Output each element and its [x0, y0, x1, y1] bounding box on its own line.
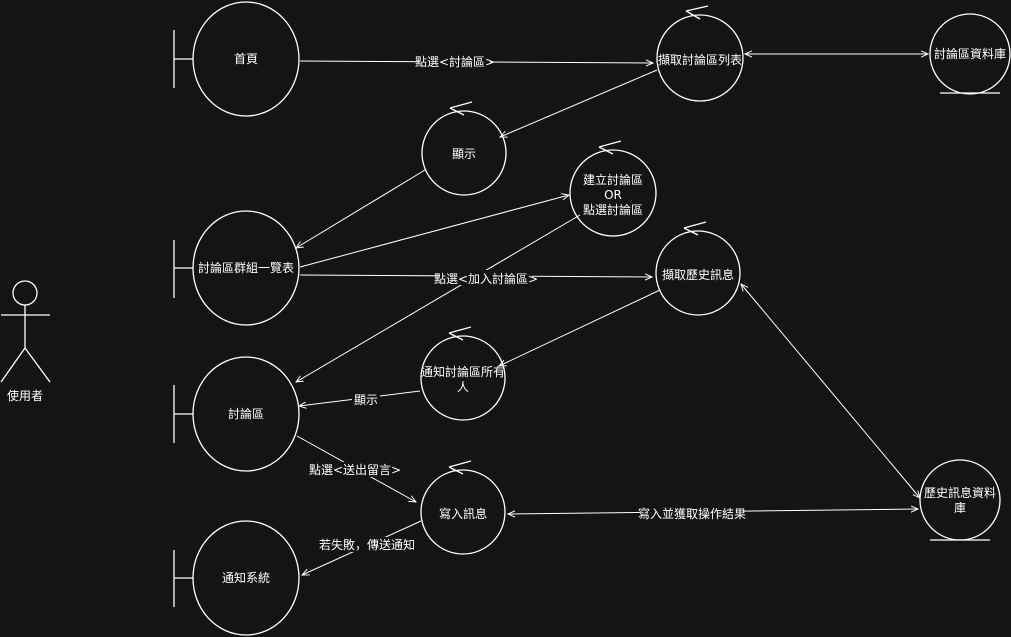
boundary-notify-system: 通知系統	[173, 520, 300, 636]
actor-head	[12, 280, 38, 306]
edge-display-to-group-list	[296, 169, 426, 248]
edge-label-display: 顯示	[354, 393, 378, 407]
edge-create-to-forum	[296, 214, 581, 382]
control-create-line3: 點選討論區	[583, 202, 643, 217]
control-notify-all-line1: 通知討論區所有	[421, 364, 505, 379]
actor-label: 使用者	[7, 388, 43, 403]
control-fetch-forum-list: 擷取討論區列表	[656, 5, 744, 102]
control-create-line1: 建立討論區	[583, 172, 643, 187]
edge-label-click-forum: 點選<討論區>	[415, 54, 495, 69]
entity-history-db-line1: 歷史訊息資料	[924, 485, 996, 500]
edge-fetch-list-to-display	[500, 69, 658, 137]
edge-label-on-fail: 若失敗，傳送通知	[319, 537, 415, 552]
edge-label-click-send: 點選<送出留言>	[309, 462, 401, 477]
entity-forum-db: 討論區資料庫	[929, 13, 1011, 95]
control-notify-all-line2: 人	[457, 380, 469, 394]
edge-history-to-notify-all	[499, 289, 661, 366]
control-create-or-select: 建立討論區 OR 點選討論區	[569, 140, 657, 237]
control-fetch-forum-list-label: 擷取討論區列表	[658, 52, 742, 67]
control-create-line2: OR	[604, 188, 622, 202]
control-write-message-label: 寫入訊息	[439, 506, 487, 521]
edges	[296, 54, 928, 575]
edge-label-write-fetch: 寫入並獲取操作結果	[638, 506, 746, 521]
entity-history-db-line2: 庫	[954, 501, 966, 515]
edge-group-list-to-create	[299, 195, 569, 268]
control-notify-all: 通知討論區所有 人	[420, 326, 506, 421]
boundary-group-list: 討論區群組一覽表	[173, 210, 300, 326]
boundary-forum: 討論區	[173, 356, 300, 472]
control-write-message: 寫入訊息	[420, 460, 506, 555]
boundary-home: 首頁	[173, 1, 300, 117]
entity-history-db: 歷史訊息資料 庫	[919, 459, 1001, 541]
control-display: 顯示	[421, 101, 507, 196]
boundary-notify-system-label: 通知系統	[222, 571, 270, 585]
boundary-group-list-label: 討論區群組一覽表	[198, 260, 294, 275]
boundary-forum-label: 討論區	[228, 406, 264, 421]
edge-label-click-join: 點選<加入討論區>	[434, 271, 538, 286]
edge-labels: 點選<討論區> 點選<加入討論區> 顯示 點選<送出留言> 寫入並獲取操作結果 …	[309, 54, 746, 552]
control-display-label: 顯示	[452, 147, 476, 161]
control-fetch-history: 擷取歷史訊息	[655, 221, 741, 316]
control-fetch-history-label: 擷取歷史訊息	[662, 267, 734, 282]
entity-forum-db-label: 討論區資料庫	[934, 46, 1006, 61]
edge-history-history-db	[741, 284, 920, 498]
boundary-home-label: 首頁	[234, 52, 258, 66]
actor-user: 使用者	[0, 280, 51, 403]
